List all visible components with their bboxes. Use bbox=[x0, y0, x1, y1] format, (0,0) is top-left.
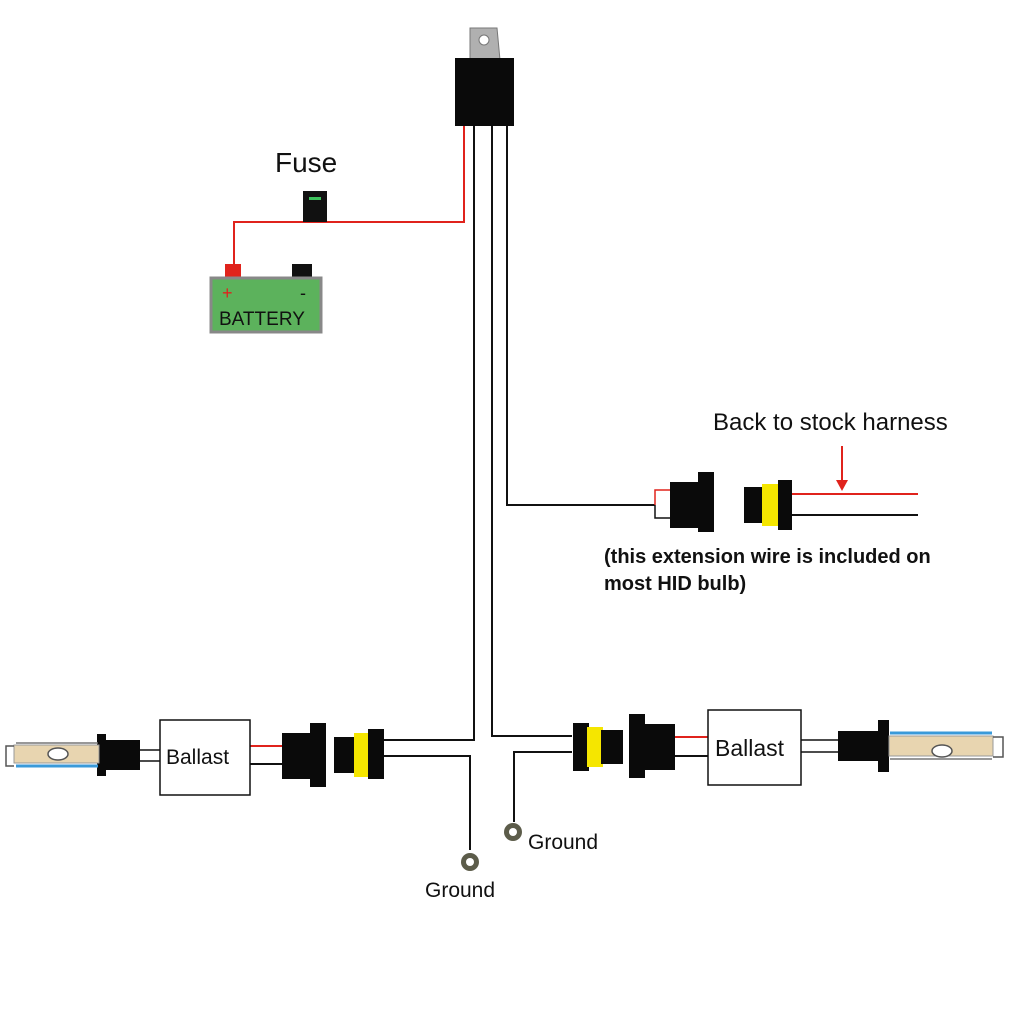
stock-harness-wires bbox=[792, 493, 918, 516]
right-connector-female bbox=[629, 714, 675, 778]
fuse-label: Fuse bbox=[275, 147, 337, 178]
extension-note-line2: most HID bulb) bbox=[604, 573, 746, 595]
right-ballast-wires bbox=[675, 736, 708, 757]
ballast-right bbox=[707, 709, 802, 786]
ballast-right-label: Ballast bbox=[715, 735, 785, 761]
battery-plus-label: + bbox=[222, 283, 233, 303]
battery-minus-label: - bbox=[300, 283, 306, 303]
relay-trunk-wires bbox=[384, 126, 655, 741]
ground-right-label: Ground bbox=[528, 831, 598, 854]
ground-ring-right bbox=[504, 823, 522, 841]
right-bulb-wires bbox=[801, 739, 838, 753]
ballast-left bbox=[159, 719, 251, 796]
left-connector-female bbox=[282, 723, 326, 787]
hid-bulb-left bbox=[5, 734, 140, 776]
pointer-arrow bbox=[836, 446, 848, 491]
back-to-stock-label: Back to stock harness bbox=[713, 409, 948, 436]
ballast-left-label: Ballast bbox=[166, 746, 229, 769]
left-connector-male bbox=[334, 729, 384, 779]
battery-label: BATTERY bbox=[219, 309, 305, 330]
extension-connector-female bbox=[654, 472, 714, 532]
relay-red-wire bbox=[233, 126, 465, 268]
right-connector-male bbox=[573, 723, 623, 771]
ground-wires bbox=[384, 751, 572, 850]
ground-ring-left bbox=[461, 853, 479, 871]
extension-connector-male bbox=[744, 480, 792, 530]
ground-left-label: Ground bbox=[425, 879, 495, 902]
extension-note-line1: (this extension wire is included on bbox=[604, 546, 931, 568]
fuse bbox=[303, 191, 327, 222]
left-ballast-wires bbox=[250, 745, 282, 765]
relay bbox=[455, 27, 514, 126]
battery bbox=[209, 264, 323, 334]
left-bulb-wires bbox=[140, 749, 160, 762]
hid-bulb-right bbox=[838, 720, 1004, 772]
